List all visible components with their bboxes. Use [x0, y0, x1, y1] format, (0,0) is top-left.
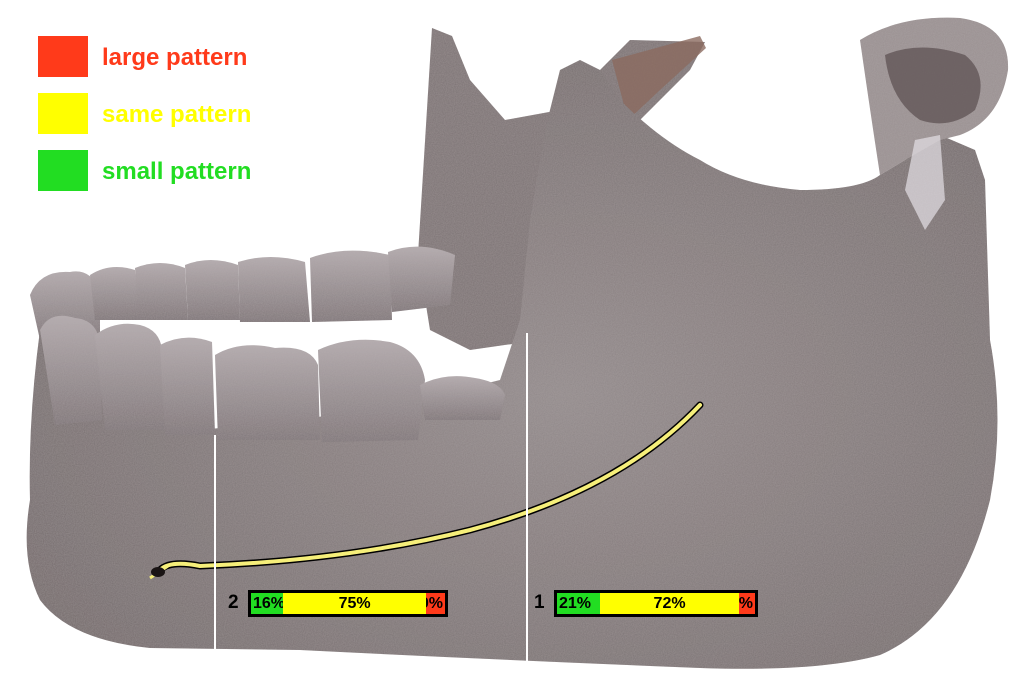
- section-1-same-label: 72%: [654, 595, 686, 613]
- section-2-large-label: 9%: [426, 595, 443, 613]
- legend-label-same: same pattern: [102, 101, 251, 129]
- legend-swatch-same: [38, 93, 88, 134]
- section-1-small-label: 21%: [559, 595, 591, 613]
- section-2-large-segment: 9%: [426, 593, 445, 614]
- section-2-small-label: 16%: [253, 595, 283, 613]
- section-1-large-label: 7%: [739, 595, 753, 613]
- section-1-same-segment: 72%: [600, 593, 740, 614]
- legend-swatch-small: [38, 150, 88, 191]
- section-1-large-segment: 7%: [739, 593, 755, 614]
- section-2-same-segment: 75%: [283, 593, 426, 614]
- section-2-bar: 16% 75% 9%: [248, 590, 448, 617]
- section-1-bar: 21% 72% 7%: [554, 590, 758, 617]
- legend-label-small: small pattern: [102, 158, 251, 186]
- legend-swatch-large: [38, 36, 88, 77]
- section-2-small-segment: 16%: [251, 593, 283, 614]
- section-2-same-label: 75%: [339, 595, 371, 613]
- legend-label-large: large pattern: [102, 44, 247, 72]
- section-1-small-segment: 21%: [557, 593, 600, 614]
- section-2-index: 2: [228, 592, 239, 614]
- section-1-index: 1: [534, 592, 545, 614]
- far-teeth: [30, 247, 455, 340]
